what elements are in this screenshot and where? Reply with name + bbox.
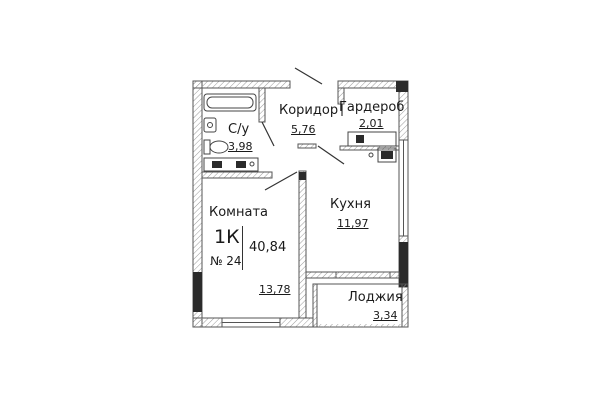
- room-area: 13,78: [259, 283, 291, 296]
- loggia-name: Лоджия: [348, 290, 403, 305]
- bath-counter-dark-2: [236, 161, 246, 168]
- door-kitchen: [317, 145, 345, 165]
- wardrobe-cabinet: [347, 131, 397, 147]
- apartment-badge: 1К № 24 40,84: [204, 224, 304, 272]
- door-entrance: [294, 67, 323, 85]
- internal-walls: [201, 87, 400, 319]
- wall-room-kitchen-dark: [299, 172, 306, 180]
- apartment-number: № 24: [210, 254, 242, 268]
- kitchen-sink: [377, 147, 397, 163]
- bath-counter: [203, 157, 259, 172]
- wardrobe-name: Гардероб: [339, 100, 405, 115]
- wall-kitchen-bottom: [305, 271, 400, 279]
- toilet-tank: [203, 139, 211, 155]
- kitchen-sink-drain: [368, 152, 374, 158]
- bath-counter-drain: [249, 161, 255, 167]
- wardrobe-dark-1: [356, 135, 364, 143]
- loggia: [312, 283, 409, 328]
- kitchen-name: Кухня: [330, 197, 371, 212]
- corridor-name: Коридор: [279, 103, 339, 118]
- loggia-wall-bottom: [313, 324, 408, 327]
- door-bathroom: [261, 121, 275, 147]
- bathroom-area: 3,98: [228, 140, 253, 153]
- badge-divider: [242, 226, 243, 270]
- kitchen-area: 11,97: [337, 217, 369, 230]
- loggia-area: 3,34: [373, 309, 398, 322]
- wardrobe-area: 2,01: [359, 117, 384, 130]
- apartment-total-area: 40,84: [249, 240, 287, 255]
- loggia-wall-right: [401, 283, 409, 328]
- bathtub-inner: [206, 96, 254, 109]
- loggia-wall-left: [312, 283, 318, 328]
- wall-wardrobe-left: [337, 87, 345, 105]
- corridor-area: 5,76: [291, 123, 316, 136]
- wall-bathroom-right: [258, 87, 266, 123]
- bath-counter-dark-1: [212, 161, 222, 168]
- wall-corner-block: [396, 81, 408, 92]
- bathtub: [203, 93, 257, 112]
- wall-dark-left: [193, 272, 202, 312]
- kitchen-sink-dark: [381, 151, 393, 159]
- washbasin: [203, 117, 217, 133]
- wall-top-left: [192, 80, 291, 89]
- door-room: [264, 171, 298, 191]
- apartment-rooms-code: 1К: [214, 226, 240, 248]
- room-name: Комната: [209, 205, 268, 220]
- washbasin-drain: [207, 122, 213, 128]
- doors: [261, 67, 345, 191]
- wall-dark-right: [399, 242, 408, 287]
- wall-bathroom-bottom: [201, 171, 273, 179]
- wall-room-kitchen: [298, 170, 307, 319]
- toilet-bowl: [209, 140, 229, 154]
- fixtures: [203, 93, 397, 172]
- wall-corridor-stub: [297, 143, 317, 149]
- bathroom-name: С/у: [228, 122, 250, 137]
